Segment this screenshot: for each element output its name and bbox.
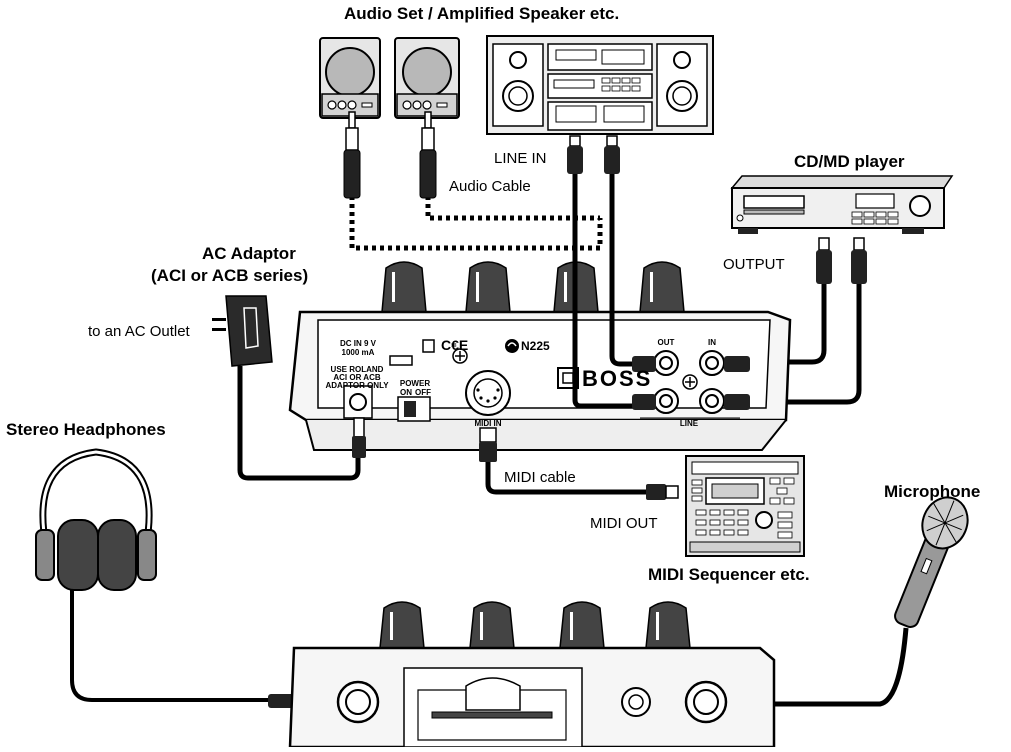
midi-in-label: MIDI IN <box>468 420 508 428</box>
line-out-label: OUT <box>654 339 678 347</box>
dc-current-label: 1000 mA <box>330 349 386 357</box>
amplified-speaker-left <box>320 38 380 118</box>
rca-cable-line-in <box>567 136 620 174</box>
dc-in-label: DC IN 9 V <box>330 340 386 348</box>
ac-outlet-label: to an AC Outlet <box>88 323 190 340</box>
stereo-headphones-label: Stereo Headphones <box>6 420 166 440</box>
n225-label: N225 <box>521 339 550 353</box>
output-label: OUTPUT <box>723 256 785 273</box>
ce-mark: C€E <box>441 337 468 353</box>
midi-cable-label: MIDI cable <box>504 469 576 486</box>
audio-cable-label: Audio Cable <box>449 178 531 195</box>
audio-set-label: Audio Set / Amplified Speaker etc. <box>344 4 619 24</box>
cd-md-player <box>732 176 952 234</box>
ac-adaptor-series-label: (ACI or ACB series) <box>151 266 308 286</box>
microphone-label: Microphone <box>884 482 980 502</box>
adaptor-only-label: ADAPTOR ONLY <box>322 382 392 390</box>
brand-logo: BOSS <box>582 366 652 392</box>
line-section-label: LINE <box>674 420 704 428</box>
main-unit-front <box>290 602 774 747</box>
power-on-label: ON <box>398 389 414 397</box>
power-label: POWER <box>398 380 432 388</box>
line-in-jack-label: IN <box>700 339 724 347</box>
stereo-headphones <box>36 452 334 708</box>
ac-adaptor-label: AC Adaptor <box>202 244 296 264</box>
midi-sequencer <box>686 456 804 556</box>
cd-md-player-label: CD/MD player <box>794 152 905 172</box>
midi-sequencer-label: MIDI Sequencer etc. <box>648 565 810 585</box>
line-in-label: LINE IN <box>494 150 547 167</box>
audio-set <box>487 36 713 134</box>
midi-out-label: MIDI OUT <box>590 515 658 532</box>
power-off-label: OFF <box>414 389 432 397</box>
amplified-speaker-right <box>395 38 459 118</box>
